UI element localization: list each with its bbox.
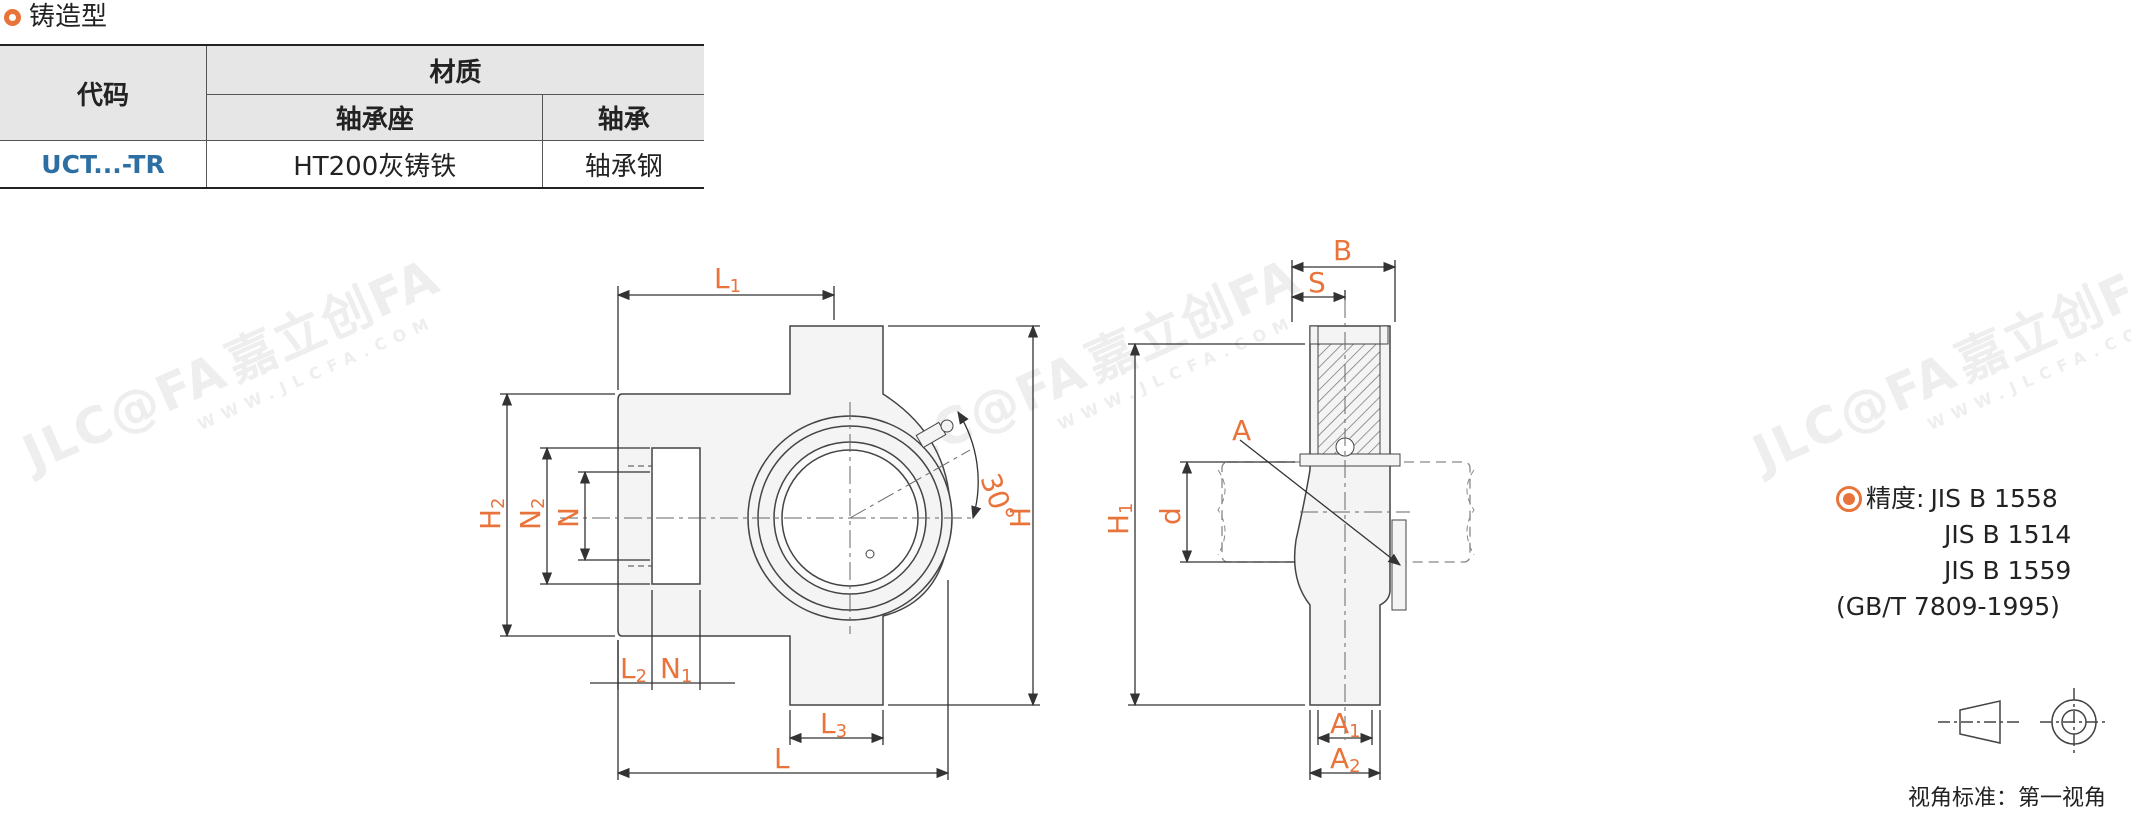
dim-L: L: [774, 742, 790, 775]
precision-line: JIS B 1559: [1944, 556, 2072, 585]
dim-A2: A2: [1330, 742, 1361, 777]
dim-H2: H2: [474, 497, 509, 530]
dim-B: B: [1333, 234, 1352, 267]
dim-N2: N2: [514, 498, 549, 530]
section-header: 铸造型: [4, 2, 107, 32]
dim-angle: 30°: [973, 469, 1021, 527]
precision-line: JIS B 1558: [1930, 484, 2058, 513]
material-header: 材质: [206, 44, 704, 95]
dim-N: N: [552, 507, 585, 528]
precision-line: JIS B 1514: [1944, 520, 2072, 549]
precision-block: 精度: JIS B 1558 JIS B 1514 JIS B 1559 (GB…: [1836, 481, 2071, 625]
code-value: UCT...-TR: [0, 140, 207, 189]
dim-A: A: [1232, 414, 1251, 447]
section-title: 铸造型: [29, 2, 108, 32]
dim-A1: A1: [1330, 707, 1361, 742]
bearing-value: 轴承钢: [542, 140, 704, 189]
dim-d: d: [1154, 507, 1187, 525]
view-standard-label: 视角标准：第一视角: [1908, 786, 2107, 811]
dim-L1: L1: [714, 262, 741, 297]
dim-S: S: [1308, 266, 1326, 299]
dim-L2: L2: [620, 652, 647, 687]
code-header: 代码: [0, 44, 207, 141]
first-angle-symbol: [1938, 688, 2108, 756]
grease-nipple: [915, 419, 954, 449]
target-bullet-icon: [1836, 486, 1862, 512]
circle-bullet-icon: [4, 8, 21, 26]
side-view: [1128, 260, 1475, 780]
side-hatch: [1317, 343, 1381, 455]
dim-H: H: [1004, 507, 1037, 528]
precision-label: 精度:: [1866, 484, 1925, 513]
slot: [651, 447, 701, 585]
dim-N1: N1: [660, 652, 692, 687]
dim-L3: L3: [820, 707, 847, 742]
housing-header: 轴承座: [206, 94, 544, 141]
front-view: [500, 286, 1040, 780]
material-table: 代码 材质 轴承座 轴承 UCT...-TR HT200灰铸铁 轴承钢: [0, 44, 704, 189]
precision-line: (GB/T 7809-1995): [1836, 592, 2060, 621]
bearing-header: 轴承: [542, 94, 704, 141]
dim-H1: H1: [1102, 502, 1137, 535]
housing-value: HT200灰铸铁: [206, 140, 544, 189]
